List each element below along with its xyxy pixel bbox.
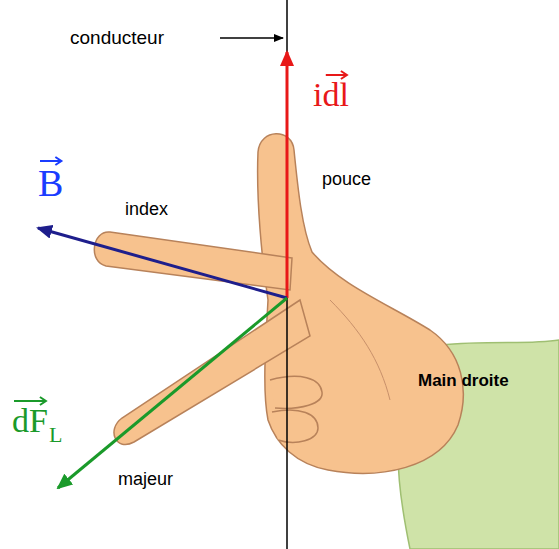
force-vector (58, 298, 287, 488)
subscript: L (49, 424, 62, 446)
palm-crease (330, 300, 390, 400)
field-symbol: B (38, 164, 63, 202)
little-finger (272, 410, 318, 442)
finger-name: index (125, 200, 168, 218)
current-vector (286, 52, 289, 298)
force-symbol: dF (12, 404, 48, 438)
leader-arrow (220, 37, 283, 39)
index-finger (94, 232, 292, 290)
current-symbol: idl (313, 78, 349, 112)
conductor-line (286, 0, 288, 549)
finger-name: pouce (322, 170, 371, 188)
ring-finger (270, 376, 322, 408)
field-vector (38, 228, 287, 298)
finger-name: majeur (118, 470, 173, 488)
hand-label: Main droite (418, 372, 509, 389)
conductor-label: conducteur (70, 28, 164, 47)
